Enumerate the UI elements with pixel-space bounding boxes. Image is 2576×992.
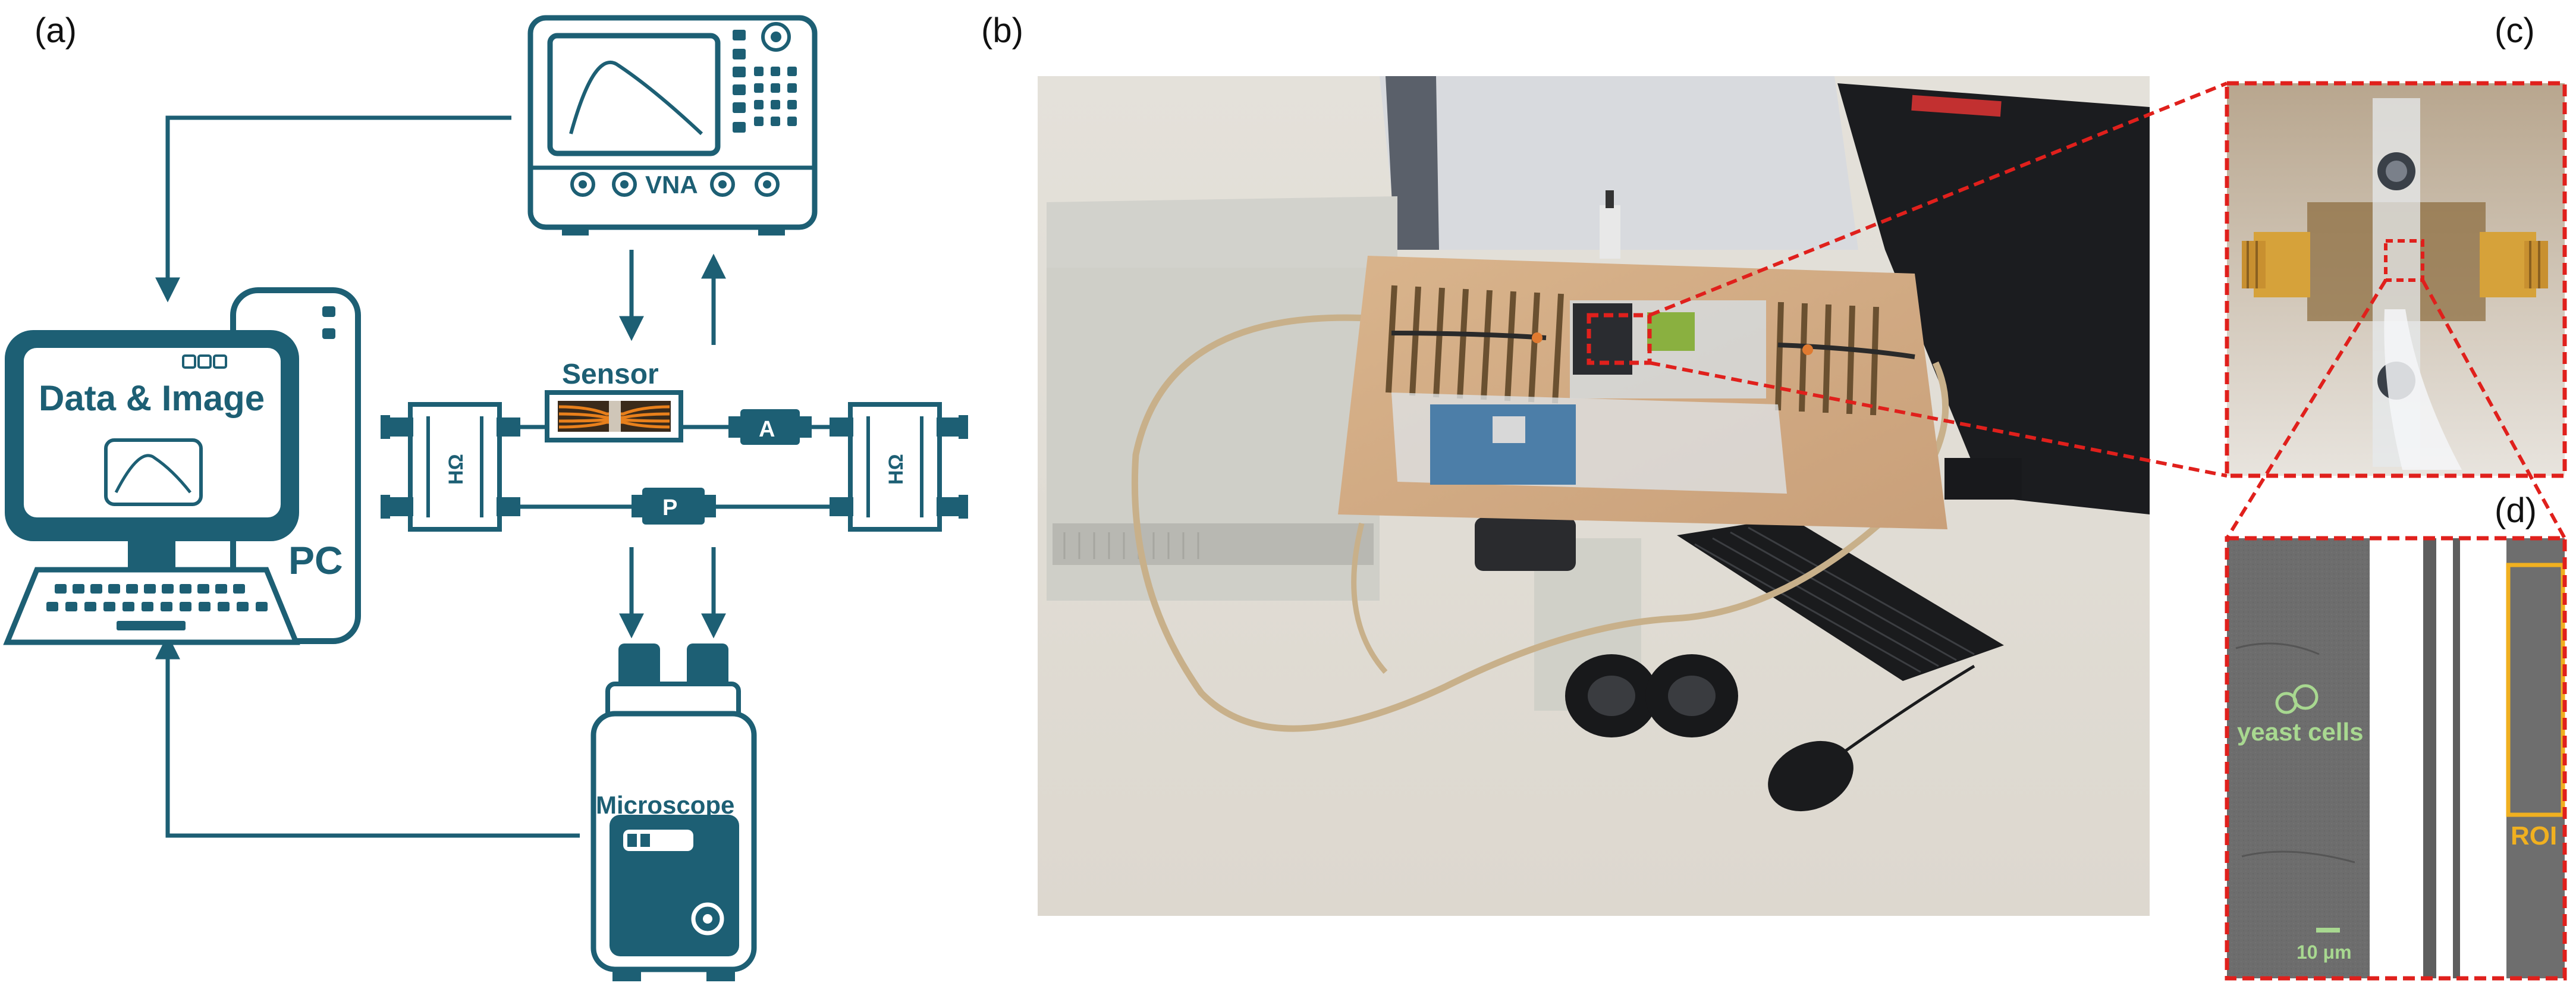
pc-screen-label: Data & Image bbox=[39, 378, 265, 418]
photo-region-callout bbox=[1587, 313, 1652, 365]
setup-photograph bbox=[1038, 76, 2150, 916]
photo-keyboard-keys bbox=[1694, 526, 1975, 673]
scalebar-label: 10 μm bbox=[2297, 941, 2352, 963]
zoom-line-c-to-d-left bbox=[2225, 279, 2387, 539]
left-coupler-label: HΩ bbox=[445, 454, 467, 485]
left-coupler bbox=[381, 402, 520, 532]
sensor-chip bbox=[545, 390, 683, 442]
vna-instrument bbox=[527, 15, 818, 236]
sensor-label: Sensor bbox=[562, 359, 659, 390]
panel-label-c: (c) bbox=[2495, 11, 2535, 50]
yeast-cells-label: yeast cells bbox=[2237, 718, 2364, 746]
panel-label-b: (b) bbox=[981, 11, 1023, 50]
pc-label: PC bbox=[288, 538, 343, 582]
inset-d-micrograph bbox=[2225, 536, 2567, 981]
pc-computer bbox=[3, 287, 361, 645]
amplifier-block bbox=[728, 409, 812, 445]
keyboard-keys bbox=[46, 584, 268, 630]
schematic-diagram: VNA Sensor A bbox=[3, 15, 968, 981]
amplifier-label: A bbox=[759, 417, 775, 442]
roi-label: ROI bbox=[2511, 821, 2557, 850]
panel-label-a: (a) bbox=[34, 11, 77, 50]
vna-label: VNA bbox=[645, 171, 698, 199]
yeast-cell-2 bbox=[2292, 684, 2319, 710]
connector-threads bbox=[2247, 241, 2540, 288]
microscope-label: Microscope bbox=[596, 791, 734, 819]
phase-shifter-label: P bbox=[662, 495, 677, 520]
phase-shifter-block bbox=[632, 488, 716, 525]
arrow-microscope-to-pc bbox=[155, 634, 580, 838]
panel-label-d: (d) bbox=[2495, 491, 2537, 530]
zoom-line-lower bbox=[1649, 361, 2228, 478]
inset-c-connector-photo bbox=[2225, 81, 2567, 478]
inset-c-callout bbox=[2384, 239, 2424, 282]
vna-keypad bbox=[733, 30, 797, 133]
scale-bar bbox=[2316, 928, 2340, 933]
zoom-line-upper bbox=[1648, 81, 2228, 317]
right-coupler-label: HΩ bbox=[885, 454, 907, 485]
board-slots bbox=[1386, 285, 1879, 416]
microscope-instrument bbox=[590, 643, 757, 981]
right-coupler bbox=[830, 402, 968, 532]
arrow-vna-to-pc bbox=[155, 115, 511, 303]
